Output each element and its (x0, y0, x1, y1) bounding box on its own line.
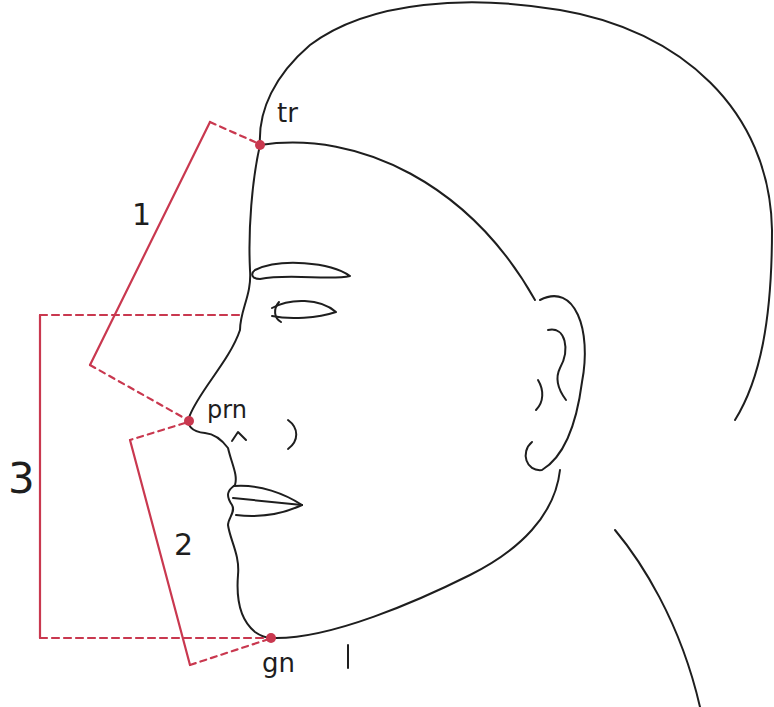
eyebrow (252, 263, 350, 279)
eye (272, 301, 336, 318)
ear-mark (536, 380, 542, 410)
face-profile (188, 145, 272, 638)
landmark-dot (266, 633, 276, 643)
measure-number: 1 (132, 200, 151, 230)
measure-1-dash-bottom (90, 365, 186, 419)
mouth-line (233, 498, 302, 505)
measure-3-dash-top (40, 314, 242, 316)
ear-outer (526, 296, 585, 470)
lower-lip (236, 505, 302, 516)
nostril (232, 432, 246, 441)
neck-line (615, 530, 700, 707)
cheek-mark (288, 420, 296, 449)
landmark-label: gn (262, 650, 295, 676)
measure-number: 2 (174, 530, 193, 560)
landmark-label: prn (207, 398, 247, 422)
measure-1-bracket (90, 122, 210, 365)
jaw-line (272, 470, 560, 638)
pupil (275, 302, 281, 322)
throat-mark (347, 645, 349, 668)
measure-3-dash-bottom (40, 637, 266, 639)
landmark-dot (255, 140, 265, 150)
measure-1-dash-top (210, 122, 255, 142)
measure-3-bracket (39, 315, 41, 638)
landmark-dot (184, 416, 194, 426)
landmark-label: tr (277, 100, 298, 126)
measure-2-dash-bottom (190, 640, 266, 665)
measure-number: 3 (8, 458, 35, 500)
skull-outline (260, 2, 772, 420)
upper-lip (234, 486, 302, 505)
ear-inner (548, 330, 566, 400)
measure-2-dash-top (130, 423, 185, 440)
